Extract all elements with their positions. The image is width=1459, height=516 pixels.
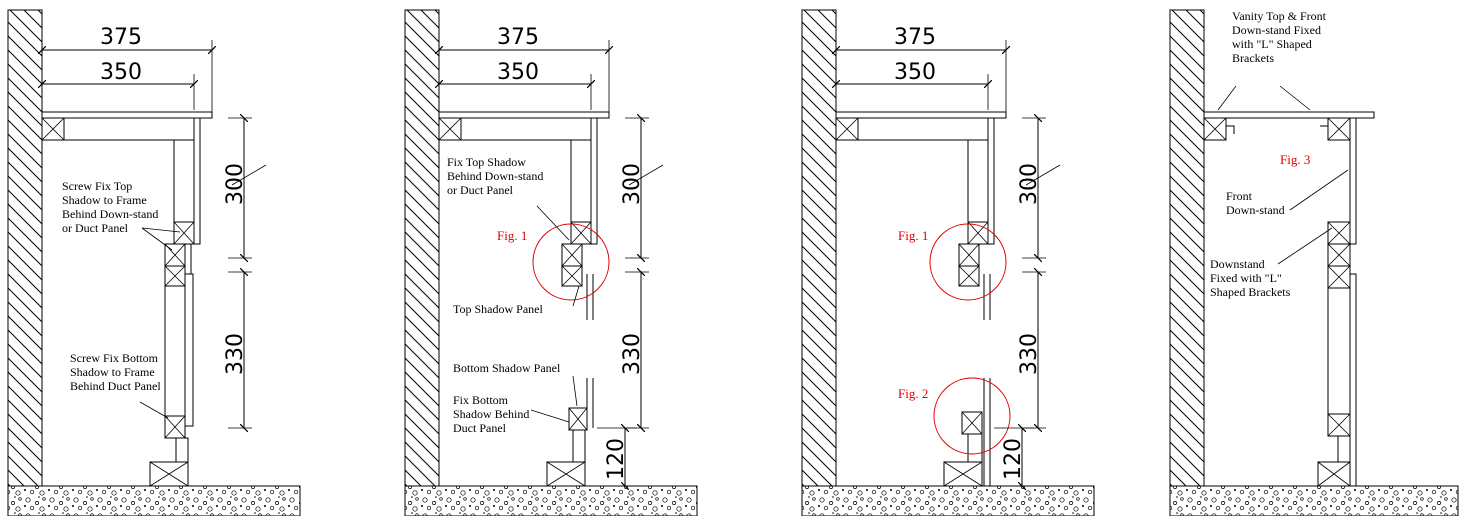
svg-text:Down-stand Fixed: Down-stand Fixed [1232, 23, 1321, 37]
wall-hatch [7, 9, 43, 487]
svg-text:with "L" Shaped: with "L" Shaped [1232, 37, 1312, 51]
svg-text:Downstand: Downstand [1210, 257, 1265, 271]
dim-duct-height: 330 [1017, 333, 1042, 375]
note-top-shadow-panel: Top Shadow Panel [453, 302, 543, 316]
dim-plinth-height: 120 [604, 438, 629, 480]
svg-text:Behind Down-stand: Behind Down-stand [62, 207, 158, 221]
wall-hatch [404, 9, 440, 487]
svg-text:or Duct Panel: or Duct Panel [62, 221, 129, 235]
dim-overall-width: 375 [497, 25, 539, 50]
front-down-stand-panel [1349, 117, 1357, 245]
dim-overall-width: 375 [894, 25, 936, 50]
svg-text:Shadow Behind: Shadow Behind [453, 407, 529, 421]
floor-gravel [1169, 485, 1459, 516]
note-downstand-brackets: Downstand Fixed with "L" Shaped Brackets [1210, 257, 1291, 299]
dim-top-width: 350 [894, 60, 936, 85]
fig-1-label: Fig. 1 [497, 228, 527, 243]
svg-text:Screw Fix Bottom: Screw Fix Bottom [70, 351, 159, 365]
fig-2-callout-circle [933, 377, 1011, 455]
note-vanity-top-fixing: Vanity Top & Front Down-stand Fixed with… [1232, 9, 1327, 65]
top-frame-rail [41, 117, 195, 141]
duct-frame [164, 285, 186, 417]
section-panel-2: Fig. 1 375 350 300 330 120 Fix Top Shado… [404, 9, 698, 516]
svg-text:Front: Front [1226, 189, 1253, 203]
svg-text:Down-stand: Down-stand [1226, 203, 1285, 217]
dim-duct-height: 330 [223, 333, 248, 375]
svg-text:Brackets: Brackets [1232, 51, 1274, 65]
dim-overall-width: 375 [100, 25, 142, 50]
floor-gravel [7, 485, 301, 516]
wall-hatch [801, 9, 837, 487]
dim-top-width: 350 [497, 60, 539, 85]
svg-text:Vanity Top & Front: Vanity Top & Front [1232, 9, 1327, 23]
svg-text:Behind Duct Panel: Behind Duct Panel [70, 379, 161, 393]
svg-text:Shadow to Frame: Shadow to Frame [70, 365, 155, 379]
dim-top-width: 350 [100, 60, 142, 85]
note-bottom-shadow-panel: Bottom Shadow Panel [453, 361, 561, 375]
section-panel-1: 375 350 300 330 Screw Fix Top Shadow to … [7, 9, 301, 516]
fig-1-label: Fig. 1 [898, 228, 928, 243]
svg-text:Shadow to Frame: Shadow to Frame [62, 193, 147, 207]
fig-2-label: Fig. 2 [898, 386, 928, 401]
vanity-top [41, 111, 213, 119]
svg-text:Fix Top Shadow: Fix Top Shadow [447, 155, 526, 169]
floor-gravel [801, 485, 1095, 516]
svg-text:Shaped Brackets: Shaped Brackets [1210, 285, 1291, 299]
svg-text:or Duct Panel: or Duct Panel [447, 183, 514, 197]
svg-text:Fix Bottom: Fix Bottom [453, 393, 509, 407]
note-fix-bottom-shadow: Fix Bottom Shadow Behind Duct Panel [453, 393, 529, 435]
duct-panel [184, 273, 194, 427]
section-panel-4: Vanity Top & Front Down-stand Fixed with… [1169, 9, 1459, 516]
svg-text:Screw Fix Top: Screw Fix Top [62, 179, 132, 193]
dim-plinth-height: 120 [1001, 438, 1026, 480]
section-panel-3: Fig. 1 Fig. 2 375 350 300 330 120 [801, 9, 1095, 516]
note-screw-fix-bottom: Screw Fix Bottom Shadow to Frame Behind … [70, 351, 161, 393]
note-fix-top-shadow: Fix Top Shadow Behind Down-stand or Duct… [447, 155, 543, 197]
wall-hatch [1169, 9, 1205, 487]
svg-text:Behind Down-stand: Behind Down-stand [447, 169, 543, 183]
down-stand-panel [193, 117, 201, 245]
svg-text:Duct Panel: Duct Panel [453, 421, 507, 435]
fig-1-callout-circle [532, 223, 610, 301]
dim-downstand-height: 300 [620, 163, 645, 205]
fig-1-callout-circle [929, 223, 1007, 301]
note-screw-fix-top: Screw Fix Top Shadow to Frame Behind Dow… [62, 179, 158, 235]
note-front-down-stand: Front Down-stand [1226, 189, 1285, 217]
floor-gravel [404, 485, 698, 516]
dim-duct-height: 330 [620, 333, 645, 375]
dim-downstand-height: 300 [1017, 163, 1042, 205]
dim-downstand-height: 300 [223, 163, 248, 205]
fig-3-label: Fig. 3 [1280, 152, 1310, 167]
svg-text:Fixed with "L": Fixed with "L" [1210, 271, 1282, 285]
